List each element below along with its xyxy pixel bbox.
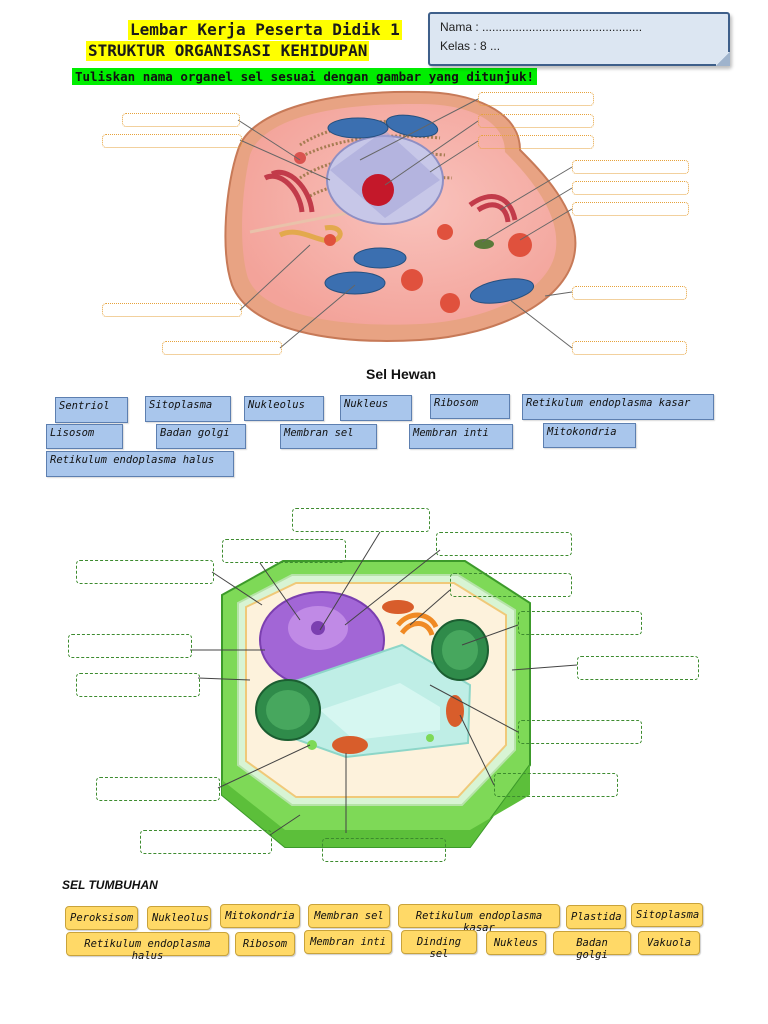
plant-answer-box[interactable]	[76, 673, 200, 697]
animal-label-chip[interactable]: Lisosom	[46, 424, 123, 449]
plant-label-chip[interactable]: Membran sel	[308, 904, 390, 928]
animal-cell-diagram	[224, 90, 577, 349]
plant-answer-box[interactable]	[68, 634, 192, 658]
plant-answer-box[interactable]	[436, 532, 572, 556]
plant-label-chip[interactable]: Membran inti	[304, 930, 392, 954]
animal-nucleolus	[362, 174, 394, 206]
name-field[interactable]: Nama : .................................…	[440, 20, 643, 34]
animal-label-chip[interactable]: Badan golgi	[156, 424, 246, 449]
plant-label-chip[interactable]: Retikulum endoplasma halus	[66, 932, 229, 962]
plant-label-chip[interactable]: Peroksisom	[65, 906, 138, 930]
plant-label-chip[interactable]: Nukleolus	[147, 906, 211, 930]
animal-label-chip[interactable]: Sentriol	[55, 397, 128, 423]
plant-cell-diagram	[190, 531, 578, 848]
instruction-text: Tuliskan nama organel sel sesuai dengan …	[72, 68, 538, 85]
plant-label-chip[interactable]: Nukleus	[486, 931, 546, 955]
animal-answer-box[interactable]	[102, 303, 242, 317]
animal-label-chip[interactable]: Nukleus	[340, 395, 412, 421]
plant-answer-box[interactable]	[450, 573, 572, 597]
animal-answer-box[interactable]	[478, 135, 594, 149]
animal-answer-box[interactable]	[478, 114, 594, 128]
animal-answer-box[interactable]	[102, 134, 242, 148]
animal-label-chip[interactable]: Ribosom	[430, 394, 510, 419]
plant-label-chip[interactable]: Badan golgi	[553, 931, 631, 961]
animal-answer-box[interactable]	[572, 202, 689, 216]
plant-answer-box[interactable]	[140, 830, 272, 854]
animal-answer-box[interactable]	[572, 181, 689, 195]
plant-label-chip[interactable]: Ribosom	[235, 932, 295, 956]
animal-label-chip[interactable]: Membran sel	[280, 424, 377, 449]
plant-label-chip[interactable]: Vakuola	[638, 931, 700, 955]
animal-answer-box[interactable]	[572, 160, 689, 174]
class-field[interactable]: Kelas : 8 ...	[440, 39, 501, 53]
animal-label-chip[interactable]: Sitoplasma	[145, 396, 231, 422]
animal-label-chip[interactable]: Retikulum endoplasma kasar	[522, 394, 714, 420]
plant-answer-box[interactable]	[292, 508, 430, 532]
plant-answer-box[interactable]	[322, 838, 446, 862]
plant-answer-box[interactable]	[518, 611, 642, 635]
student-info-box: Nama : .................................…	[428, 12, 730, 66]
plant-answer-box[interactable]	[494, 773, 618, 797]
plant-answer-box[interactable]	[96, 777, 220, 801]
animal-cell-caption: Sel Hewan	[366, 366, 437, 382]
animal-answer-box[interactable]	[572, 341, 687, 355]
plant-label-chip[interactable]: Mitokondria	[220, 904, 300, 928]
animal-answer-box[interactable]	[122, 113, 240, 127]
plant-answer-box[interactable]	[222, 539, 346, 563]
plant-answer-box[interactable]	[76, 560, 214, 584]
plant-cell-caption: SEL TUMBUHAN	[62, 878, 158, 892]
plant-label-chip[interactable]: Plastida	[566, 905, 626, 929]
animal-label-chip[interactable]: Membran inti	[409, 424, 513, 449]
plant-label-chip[interactable]: Sitoplasma	[631, 903, 703, 927]
animal-answer-box[interactable]	[478, 92, 594, 106]
worksheet-subtitle: STRUKTUR ORGANISASI KEHIDUPAN	[86, 41, 370, 61]
plant-answer-box[interactable]	[577, 656, 699, 680]
animal-label-chip[interactable]: Retikulum endoplasma halus	[46, 451, 234, 477]
plant-answer-box[interactable]	[518, 720, 642, 744]
animal-answer-box[interactable]	[572, 286, 687, 300]
plant-label-chip[interactable]: Dinding sel	[401, 930, 477, 960]
animal-label-chip[interactable]: Mitokondria	[543, 423, 636, 448]
plant-nucleolus	[311, 621, 325, 635]
animal-label-chip[interactable]: Nukleolus	[244, 396, 324, 421]
plant-label-chip[interactable]: Retikulum endoplasma kasar	[398, 904, 560, 934]
animal-answer-box[interactable]	[162, 341, 282, 355]
worksheet-title: Lembar Kerja Peserta Didik 1	[128, 20, 402, 40]
page-fold-icon	[716, 52, 730, 66]
